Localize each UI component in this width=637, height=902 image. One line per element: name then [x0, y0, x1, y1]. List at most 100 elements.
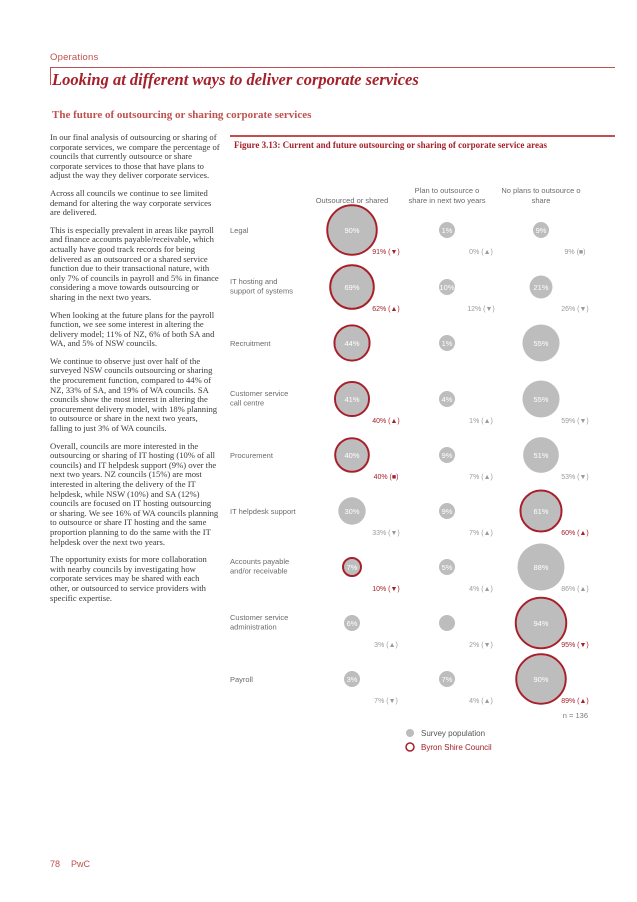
paragraph: When looking at the future plans for the… [50, 309, 215, 349]
bubble-label: 1% [442, 339, 453, 348]
council-ring [333, 324, 371, 362]
header-rule-tick [50, 67, 51, 85]
council-value-label: 0% (▲) [469, 249, 493, 256]
survey-bubble [439, 503, 455, 519]
row-label: Customer service [230, 389, 288, 398]
survey-bubble [522, 380, 560, 418]
council-value-label: 1% (▲) [469, 418, 493, 425]
bubble-label: 5% [442, 563, 453, 572]
council-value-label: 10% (▼) [372, 586, 400, 593]
survey-bubble [522, 324, 560, 362]
council-ring [515, 653, 567, 705]
bubble-label: 55% [533, 395, 548, 404]
section-label: Operations [50, 52, 99, 63]
council-value-label: 9% (■) [565, 249, 586, 256]
council-ring [514, 596, 568, 650]
row-label: Customer service [230, 613, 288, 622]
legend-council-swatch [405, 742, 415, 752]
paragraph: Overall, councils are more interested in… [50, 440, 219, 547]
council-value-label: 86% (▲) [561, 586, 589, 593]
bubble-label: 88% [533, 563, 548, 572]
bubble-label: 21% [533, 283, 548, 292]
row-label: IT helpdesk support [230, 507, 297, 516]
survey-bubble [336, 439, 368, 471]
row-label: Recruitment [230, 339, 271, 348]
paragraph: The opportunity exists for more collabor… [50, 554, 207, 603]
sample-size-note: n = 136 [563, 711, 588, 720]
row-label: support of systems [230, 287, 293, 296]
survey-bubble [439, 447, 455, 463]
legend-survey-label: Survey population [421, 729, 485, 738]
council-ring [326, 204, 378, 256]
survey-bubble [331, 266, 373, 308]
header-rule [50, 67, 615, 68]
bubble-label: 3% [347, 675, 358, 684]
survey-bubble [328, 206, 376, 254]
column-header: share [532, 196, 551, 205]
figure-title: Figure 3.13: Current and future outsourc… [234, 140, 547, 150]
paragraph: This is especially prevalent in areas li… [50, 224, 219, 302]
page-number: 78 [50, 859, 61, 869]
bubble-label: 40% [344, 451, 359, 460]
council-value-label: 4% (▲) [469, 698, 493, 705]
council-value-label: 7% (▲) [469, 474, 493, 481]
section-subtitle: The future of outsourcing or sharing cor… [52, 109, 312, 121]
survey-bubble [439, 222, 455, 238]
bubble-label: 61% [533, 507, 548, 516]
council-value-label: 89% (▲) [561, 698, 589, 705]
bubble-label: 7% [442, 675, 453, 684]
survey-bubble [521, 491, 561, 531]
council-value-label: 53% (▼) [561, 474, 589, 481]
council-value-label: 7% (▲) [469, 530, 493, 537]
council-ring [342, 557, 362, 577]
survey-bubble [439, 391, 455, 407]
survey-bubble [344, 559, 360, 575]
survey-bubble [338, 497, 366, 525]
bubble-label: 30% [344, 507, 359, 516]
council-ring [334, 437, 370, 473]
bubble-label: 9% [442, 451, 453, 460]
council-ring [519, 489, 563, 533]
bubble-label: 6% [347, 619, 358, 628]
survey-bubble [439, 615, 455, 631]
column-header: No plans to outsource o [501, 186, 580, 195]
bubble-label: 4% [442, 395, 453, 404]
page-title: Looking at different ways to deliver cor… [52, 70, 419, 89]
row-label: Procurement [230, 451, 274, 460]
council-value-label: 12% (▼) [467, 306, 495, 313]
bubble-label: 90% [533, 675, 548, 684]
legend-council-label: Byron Shire Council [421, 743, 492, 752]
bubble-label: 41% [344, 395, 359, 404]
survey-bubble [439, 335, 455, 351]
survey-bubble [533, 222, 549, 238]
column-header: Outsourced or shared [316, 196, 389, 205]
council-ring [333, 380, 371, 418]
body-text: In our final analysis of outsourcing or … [50, 132, 220, 611]
survey-bubble [517, 543, 565, 591]
council-ring [329, 264, 375, 310]
paragraph: In our final analysis of outsourcing or … [50, 132, 220, 181]
bubble-label: 7% [347, 563, 358, 572]
survey-bubble [523, 437, 559, 473]
survey-bubble [439, 279, 455, 295]
council-value-label: 33% (▼) [372, 530, 400, 537]
survey-bubble [335, 326, 369, 360]
council-value-label: 95% (▼) [561, 642, 589, 649]
council-value-label: 26% (▼) [561, 306, 589, 313]
bubble-label: 44% [344, 339, 359, 348]
council-value-label: 7% (▼) [374, 698, 398, 705]
row-label: call centre [230, 399, 264, 408]
council-value-label: 2% (▼) [469, 642, 493, 649]
legend-survey-swatch [406, 729, 414, 737]
bubble-label: 51% [533, 451, 548, 460]
survey-bubble [439, 559, 455, 575]
survey-bubble [517, 655, 565, 703]
figure-rule [230, 135, 615, 137]
survey-bubble [516, 598, 566, 648]
column-header: Plan to outsource o [415, 186, 480, 195]
footer-brand: PwC [71, 859, 91, 869]
bubble-label: 69% [344, 283, 359, 292]
council-value-label: 4% (▲) [469, 586, 493, 593]
council-value-label: 40% (▲) [372, 418, 400, 425]
survey-bubble [335, 382, 369, 416]
